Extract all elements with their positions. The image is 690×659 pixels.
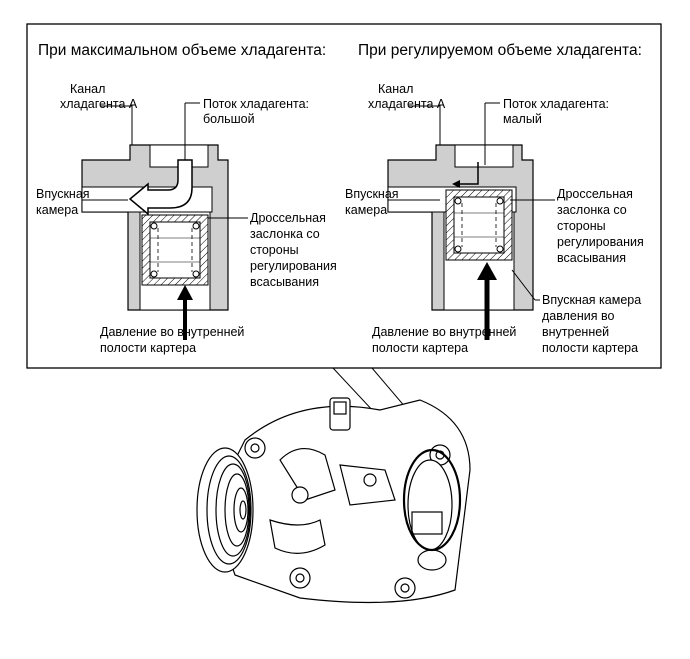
right-inlet-label-1: Впускная (345, 187, 399, 201)
right-cross-section (387, 144, 534, 340)
right-channel-label-1: Канал (378, 82, 413, 96)
right-valve-label-3: стороны (557, 219, 606, 233)
right-chamber-label-4: полости картера (542, 341, 638, 355)
left-valve-label-5: всасывания (250, 275, 319, 289)
left-inlet-label-1: Впускная (36, 187, 90, 201)
left-valve-label-2: заслонка со (250, 227, 320, 241)
right-chamber-label-3: внутренней (542, 325, 609, 339)
left-pressure-label-2: полости картера (100, 341, 196, 355)
left-valve-label-1: Дроссельная (250, 211, 326, 225)
right-title: При регулируемом объеме хладагента: (358, 42, 642, 59)
right-flow-label-1: Поток хладагента: (503, 97, 609, 111)
left-valve-label-4: регулирования (250, 259, 337, 273)
left-flow-label-1: Поток хладагента: (203, 97, 309, 111)
right-chamber-label-1: Впускная камера (542, 293, 641, 307)
left-channel-label-2: хладагента А (60, 97, 138, 111)
highlight-ellipse (402, 448, 462, 552)
right-valve-label-4: регулирования (557, 235, 644, 249)
left-pressure-label-1: Давление во внутренней (100, 325, 244, 339)
right-pressure-label-2: полости картера (372, 341, 468, 355)
right-valve-label-5: всасывания (557, 251, 626, 265)
left-inlet-label-2: камера (36, 203, 78, 217)
left-title: При максимальном объеме хладагента: (38, 42, 326, 59)
left-flow-label-2: большой (203, 112, 255, 126)
right-valve-label-1: Дроссельная (557, 187, 633, 201)
right-pressure-label-1: Давление во внутренней (372, 325, 516, 339)
compressor-icon (196, 397, 471, 604)
left-channel-label-1: Канал (70, 82, 105, 96)
left-valve-label-3: стороны (250, 243, 299, 257)
right-channel-label-2: хладагента А (368, 97, 446, 111)
right-valve-label-2: заслонка со (557, 203, 627, 217)
right-chamber-label-2: давления во (542, 309, 614, 323)
right-inlet-label-2: камера (345, 203, 387, 217)
right-flow-label-2: малый (503, 112, 542, 126)
